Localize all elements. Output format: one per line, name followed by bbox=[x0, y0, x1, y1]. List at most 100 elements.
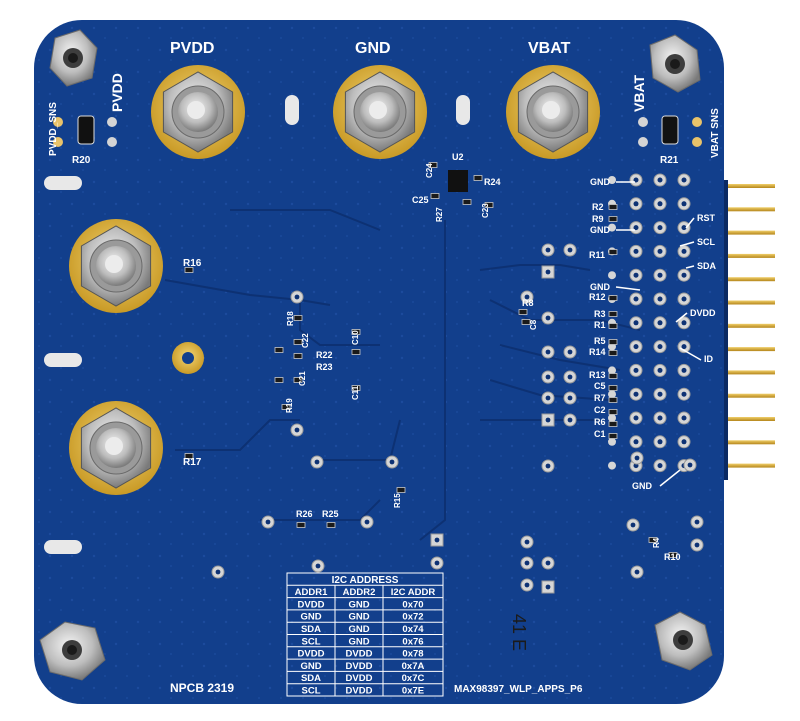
hdr-r1: R1 bbox=[594, 320, 606, 330]
header-pin bbox=[715, 207, 775, 212]
hdr-r12: R12 bbox=[589, 292, 606, 302]
hdr-scl: SCL bbox=[697, 237, 716, 247]
label-c23: C23 bbox=[481, 203, 490, 218]
hdr-gnd-3: GND bbox=[590, 282, 611, 292]
i2c-table-cell: GND bbox=[348, 636, 369, 647]
slot-pad bbox=[44, 176, 82, 190]
i2c-table-cell: 0x72 bbox=[402, 612, 423, 623]
smd-component bbox=[293, 353, 303, 359]
hdr-r9: R9 bbox=[592, 214, 604, 224]
i2c-table-cell: DVDD bbox=[346, 686, 373, 697]
smd-component bbox=[293, 315, 303, 321]
i2c-table-cell: SCL bbox=[302, 636, 321, 647]
smd-component bbox=[351, 329, 361, 335]
hdr-rst: RST bbox=[697, 213, 716, 223]
label-c24: C24 bbox=[425, 163, 434, 178]
smd-component bbox=[608, 249, 618, 255]
smd-component bbox=[608, 373, 618, 379]
vbat-sns-connector bbox=[638, 115, 702, 147]
i2c-table-cell: 0x7A bbox=[402, 661, 425, 672]
smd-component bbox=[281, 404, 291, 410]
vbat-binding-post bbox=[506, 65, 600, 159]
smd-component bbox=[608, 385, 618, 391]
label-c10: C10 bbox=[351, 330, 360, 345]
smd-component bbox=[521, 319, 531, 325]
standoff-top-right bbox=[649, 34, 701, 93]
smd-component bbox=[430, 193, 440, 199]
smd-component bbox=[274, 347, 284, 353]
label-c21: C21 bbox=[298, 371, 307, 386]
hdr-r5: R5 bbox=[594, 336, 606, 346]
i2c-table-cell: 0x74 bbox=[402, 624, 424, 635]
label-c22: C22 bbox=[301, 333, 310, 348]
label-r20: R20 bbox=[72, 155, 91, 166]
left-binding-post-bottom bbox=[69, 401, 163, 495]
header-pin bbox=[715, 440, 775, 445]
label-r8: R8 bbox=[522, 298, 534, 308]
smd-component bbox=[296, 522, 306, 528]
smd-component bbox=[184, 453, 194, 459]
hdr-r6: R6 bbox=[594, 417, 606, 427]
label-r22: R22 bbox=[316, 350, 333, 360]
header-pin bbox=[715, 184, 775, 188]
hdr-r13: R13 bbox=[589, 370, 606, 380]
header-pin bbox=[715, 277, 775, 282]
standoff-top-left bbox=[49, 29, 98, 87]
smd-component bbox=[396, 487, 406, 493]
smd-component bbox=[608, 311, 618, 317]
header-pin bbox=[715, 230, 775, 235]
smd-component bbox=[608, 350, 618, 356]
label-pvdd-side: PVDD bbox=[109, 73, 125, 112]
smd-component bbox=[608, 397, 618, 403]
u2-chip bbox=[448, 170, 468, 192]
label-r26: R26 bbox=[296, 509, 313, 519]
pvdd-sns-connector bbox=[53, 115, 117, 147]
smd-component bbox=[608, 433, 618, 439]
header-pin bbox=[715, 300, 775, 305]
standoff-bottom-right bbox=[654, 611, 713, 671]
slot-pad bbox=[456, 95, 470, 125]
slot-pad bbox=[285, 95, 299, 125]
pvdd-binding-post bbox=[151, 65, 245, 159]
smd-component bbox=[518, 309, 528, 315]
i2c-table-cell: DVDD bbox=[346, 661, 373, 672]
header-pad-grid bbox=[608, 173, 691, 473]
smd-component bbox=[428, 162, 438, 168]
smd-component bbox=[484, 202, 494, 208]
label-vbat-sns: VBAT SNS bbox=[710, 108, 721, 158]
i2c-table-cell: SDA bbox=[301, 673, 321, 684]
label-r15: R15 bbox=[393, 493, 402, 508]
label-r16: R16 bbox=[183, 258, 202, 269]
i2c-table-cell: SCL bbox=[302, 686, 321, 697]
traces bbox=[164, 209, 641, 541]
header-pin bbox=[715, 370, 775, 375]
hdr-sda: SDA bbox=[697, 261, 717, 271]
smd-component bbox=[608, 323, 618, 329]
i2c-table-cell: 0x7C bbox=[402, 673, 425, 684]
smd-component bbox=[608, 204, 618, 210]
i2c-table-cell: 0x76 bbox=[402, 636, 423, 647]
label-npcb: NPCB 2319 bbox=[170, 681, 234, 695]
i2c-table-cell: DVDD bbox=[346, 649, 373, 660]
label-r25: R25 bbox=[322, 509, 339, 519]
smd-component bbox=[351, 349, 361, 355]
i2c-table-cell: GND bbox=[300, 661, 321, 672]
i2c-table-cell: 0x70 bbox=[402, 599, 423, 610]
gnd-binding-post bbox=[333, 65, 427, 159]
handwritten-mark: 41 E bbox=[509, 614, 529, 651]
smd-component bbox=[648, 537, 658, 543]
label-r18: R18 bbox=[286, 311, 295, 326]
header-pin bbox=[715, 347, 775, 352]
label-board-name: MAX98397_WLP_APPS_P6 bbox=[454, 684, 583, 695]
i2c-table-cell: DVDD bbox=[346, 673, 373, 684]
label-vbat-top: VBAT bbox=[528, 40, 571, 57]
smd-component bbox=[608, 295, 618, 301]
smd-component bbox=[293, 377, 303, 383]
smd-component bbox=[608, 409, 618, 415]
hdr-gnd-2: GND bbox=[590, 225, 611, 235]
i2c-table-cell: GND bbox=[348, 599, 369, 610]
hdr-dvdd: DVDD bbox=[690, 308, 716, 318]
smd-component bbox=[351, 385, 361, 391]
